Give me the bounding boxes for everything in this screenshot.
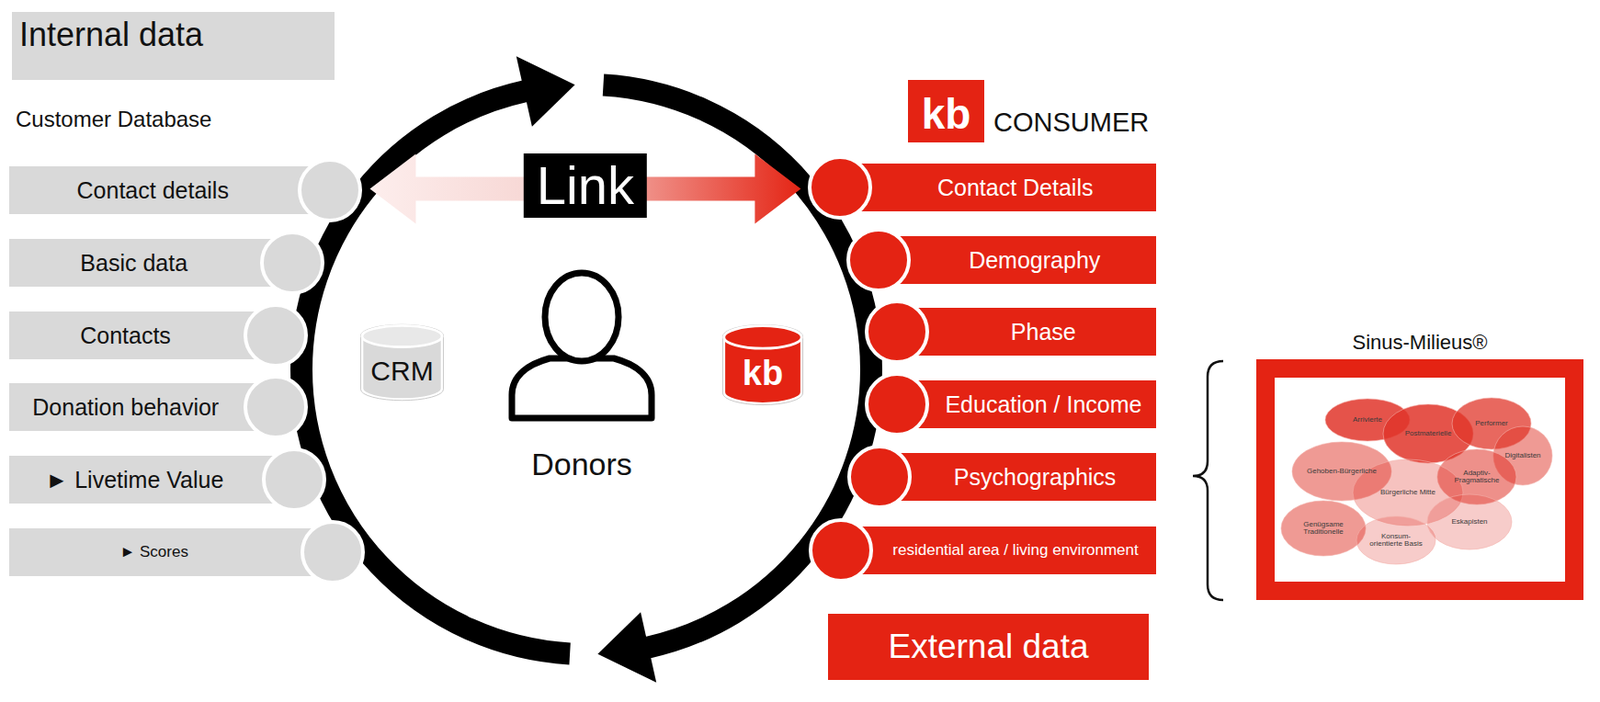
field-label: Demography [968,247,1101,274]
cycle-arrowhead [597,612,657,683]
connector-dot [866,374,928,435]
map-title: Sinus-Milieus® [1351,330,1487,354]
cylinder-top [362,325,443,347]
data-field-bar: Contacts [9,311,310,360]
database-cylinder: CRM [357,321,447,404]
connector-dot [849,446,910,508]
milieu-label: Adaptiv-Pragmatische [1448,469,1507,486]
connector-dot [810,520,872,581]
cylinder-top [724,326,803,349]
field-label: Education / Income [944,391,1142,419]
field-label: Phase [1010,318,1077,346]
cylinder-shadow [361,324,444,401]
milieu-label: Postmaterielle [1405,430,1453,438]
field-label: Psychographics [953,464,1116,491]
data-field-bar: Contact details [9,166,364,215]
field-label: Contacts [79,322,171,350]
field-label: ► Livetime Value [45,466,225,494]
milieu-label: Arrivierte [1352,416,1383,424]
milieu-label: Konsum-orientierte Basis [1367,533,1426,549]
section-heading: Internal data [19,15,204,54]
connector-dot [862,297,931,366]
logo-wordmark: CONSUMER [993,107,1149,138]
milieu-map: Sinus-Milieus®ArriviertePostmateriellePe… [1256,359,1584,601]
curly-bracket [1192,361,1224,601]
data-field-bar: Basic data [9,238,327,287]
data-field-bar: ► Scores [9,528,367,577]
connector-dot [866,301,928,363]
connector-dot [260,445,329,514]
database-cylinder: kb [719,321,806,409]
database-label: kb [742,353,783,395]
data-field-bar: Phase [862,307,1157,356]
bubble-shape [1356,516,1436,565]
field-label: Donation behavior [32,394,219,421]
bubble-shape [1427,494,1512,550]
database-label: CRM [370,355,433,388]
cycle-ring [301,84,872,655]
connector-dot [245,376,307,438]
cylinder-body [362,325,443,399]
data-field-bar: ► Livetime Value [9,455,329,504]
header-box: Internal data [11,11,335,80]
data-field-bar: Contact Details [805,163,1157,212]
connector-dot [298,518,367,587]
cylinder-body [724,326,803,405]
actor-label: Donors [531,446,633,483]
cycle-arrowhead [516,56,576,127]
field-label: residential area / living environment [892,541,1138,560]
connector-dot [844,226,913,295]
connector-dot [806,516,875,585]
milieu-label: Performer [1475,419,1509,428]
connector-dot [245,305,307,366]
connector-dot [261,232,323,294]
data-field-bar: Demography [844,236,1157,284]
connector-dot [299,159,361,221]
connector-dot [258,228,327,297]
milieu-bubble: Konsum-orientierte Basis [1355,515,1437,566]
brand-logo: kbCONSUMER [907,79,985,143]
connector-dot [302,521,364,583]
data-field-bar: Donation behavior [9,383,310,432]
connector-dot [848,229,909,291]
external-data-box: External data [828,613,1149,681]
data-field-bar: residential area / living environment [806,526,1157,575]
connector-dot [862,370,931,439]
connector-dot [845,442,914,511]
connector-dot [805,153,874,222]
connector-dot [263,449,325,511]
milieu-bubble: Genügsame Traditionelle [1280,499,1367,557]
link-arrow [369,154,801,225]
database-caption: Customer Database [15,106,212,133]
milieu-label: Eskapisten [1451,518,1487,526]
connector-dot [241,301,310,370]
box-label: External data [887,627,1089,668]
milieu-bubble: Eskapisten [1426,493,1513,551]
logo-mark: kb [921,90,972,139]
cylinder-shadow [722,324,803,405]
data-field-bar: Education / Income [862,380,1157,429]
person-body [511,358,652,419]
connector-dot [809,157,871,218]
milieu-label: Bürgerliche Mitte [1380,488,1436,497]
field-label: Contact Details [937,174,1094,202]
person-head [544,272,619,362]
connector-dot [241,373,310,442]
field-label: ► Scores [119,543,188,562]
milieu-label: Digitalisten [1504,452,1541,460]
bubble-shape [1281,500,1366,557]
connector-dot [295,156,364,225]
milieu-label: Gehoben-Bürgerliche [1306,467,1377,476]
link-label: Link [523,153,647,218]
field-label: Basic data [79,249,188,277]
field-label: Contact details [77,177,229,205]
data-field-bar: Psychographics [845,453,1157,501]
milieu-label: Genügsame Traditionelle [1292,521,1355,537]
